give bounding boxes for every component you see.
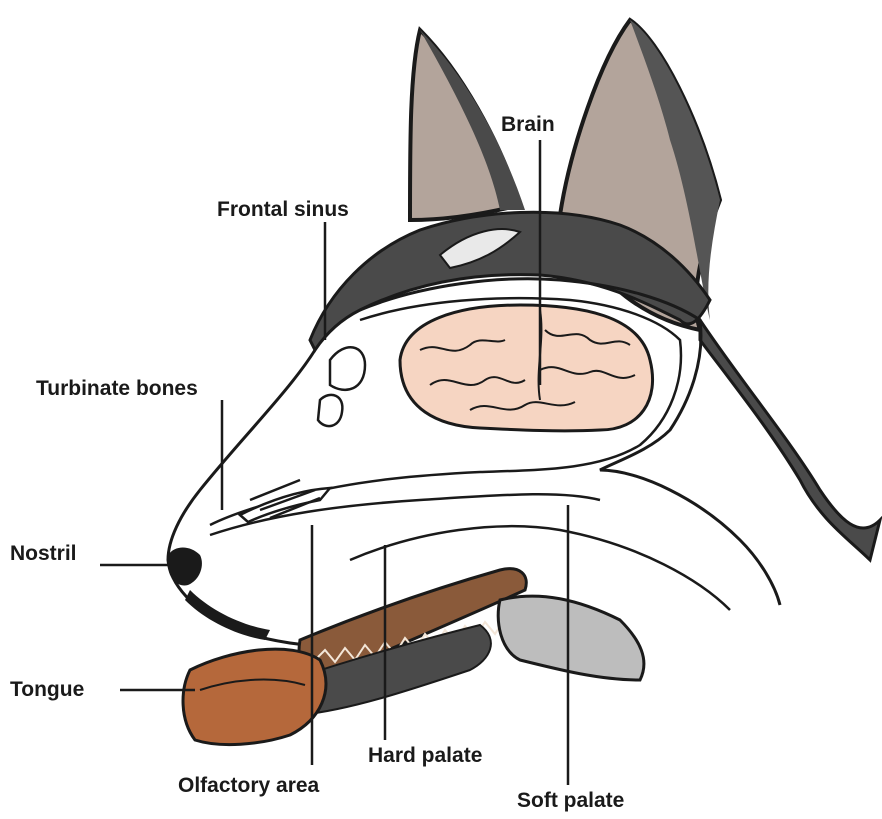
label-tongue: Tongue <box>10 679 84 700</box>
turbinate-bones <box>240 347 365 522</box>
label-hard-palate: Hard palate <box>368 745 482 766</box>
label-brain: Brain <box>501 114 555 135</box>
label-nostril: Nostril <box>10 543 77 564</box>
label-turbinate-bones: Turbinate bones <box>36 378 198 399</box>
tongue-shape <box>183 649 326 744</box>
lower-jaw-fur <box>498 596 644 680</box>
jaw-dark <box>185 590 270 640</box>
brain-shape <box>400 305 653 431</box>
label-frontal-sinus: Frontal sinus <box>217 199 349 220</box>
neck-band <box>700 320 880 560</box>
label-olfactory-area: Olfactory area <box>178 775 319 796</box>
label-soft-palate: Soft palate <box>517 790 624 811</box>
